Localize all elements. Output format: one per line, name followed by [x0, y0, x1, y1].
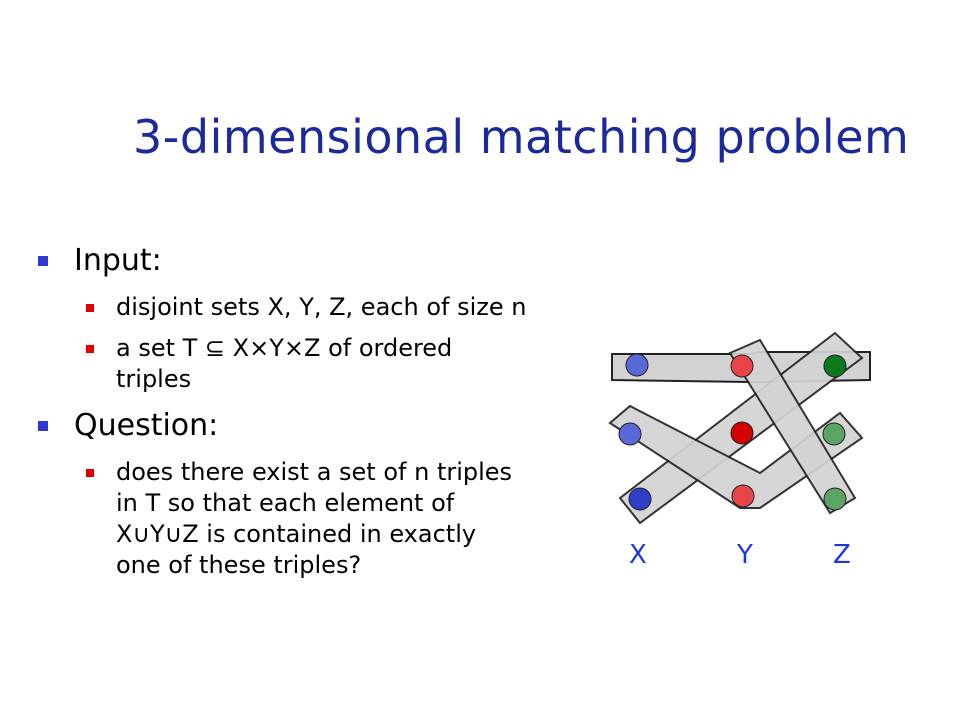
- x-node-2: [618, 422, 642, 446]
- sub-bullet-text: a set T ⊆ X×Y×Z of ordered triples: [116, 334, 453, 393]
- bullet-question: Question:: [38, 405, 528, 447]
- z-node-2: [822, 422, 846, 446]
- sub-bullet-question-detail: does there exist a set of n triples in T…: [86, 457, 528, 581]
- bullet-list: Input: disjoint sets X, Y, Z, each of si…: [38, 240, 528, 591]
- sub-bullet-text: does there exist a set of n triples in T…: [116, 458, 513, 579]
- set-label-x: X: [629, 540, 647, 570]
- z-node-1: [823, 354, 847, 378]
- sub-bullet-text: disjoint sets X, Y, Z, each of size n: [116, 293, 527, 321]
- x-node-1: [625, 353, 649, 377]
- y-node-1: [730, 354, 754, 378]
- z-nodes: [822, 354, 847, 511]
- set-label-y: Y: [737, 540, 753, 570]
- slide-title: 3-dimensional matching problem: [133, 110, 910, 164]
- x-nodes: [618, 353, 652, 511]
- sub-bullet-triples: a set T ⊆ X×Y×Z of ordered triples: [86, 333, 528, 395]
- z-node-3: [823, 487, 847, 511]
- sub-bullet-sets: disjoint sets X, Y, Z, each of size n: [86, 292, 528, 323]
- bullet-marker-icon: [38, 421, 48, 431]
- x-node-3: [628, 487, 652, 511]
- triple-bands: [608, 331, 871, 525]
- set-label-z: Z: [833, 540, 851, 570]
- matching-diagram: [608, 331, 871, 525]
- y-nodes: [730, 354, 755, 508]
- sub-bullet-marker-icon: [86, 469, 94, 477]
- sub-bullet-marker-icon: [86, 304, 94, 312]
- triple-band-v-shape: [608, 404, 864, 509]
- y-node-2: [730, 421, 754, 445]
- sub-bullet-marker-icon: [86, 345, 94, 353]
- bullet-text: Question:: [74, 408, 219, 443]
- bullet-marker-icon: [38, 256, 48, 266]
- y-node-3: [731, 484, 755, 508]
- bullet-input: Input:: [38, 240, 528, 282]
- triple-band-steep: [728, 338, 857, 515]
- bullet-text: Input:: [74, 243, 162, 278]
